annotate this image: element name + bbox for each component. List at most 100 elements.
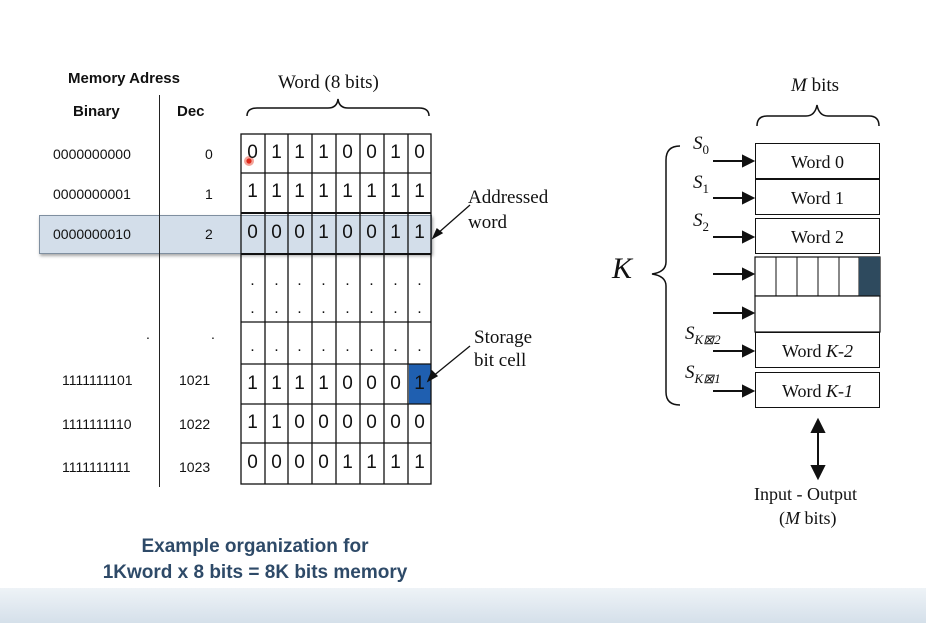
bit-cell: 0 <box>342 222 353 243</box>
bit-cell: 1 <box>390 142 401 163</box>
bit-cell: 0 <box>342 142 353 163</box>
io-bits-text: bits) <box>800 508 837 528</box>
grid-dot: . <box>393 300 398 317</box>
bit-cell: 1 <box>247 373 258 394</box>
word-k-1-prefix: Word <box>781 381 827 401</box>
row-2-dec: 2 <box>205 226 213 242</box>
word-k-1-box: Word K-1 <box>755 372 880 408</box>
selector-s2-sub: 2 <box>702 218 710 234</box>
word-k-2-box: Word K-2 <box>755 332 880 368</box>
bits-text: bits <box>806 75 840 96</box>
bit-cell: 1 <box>271 142 282 163</box>
addressed-word-label-line1: Addressed <box>468 187 549 208</box>
bottom-bar <box>0 588 926 623</box>
bit-cell: 1 <box>294 373 305 394</box>
ellipsis-dec: . <box>211 326 215 342</box>
selector-s1-base: S <box>693 172 703 193</box>
grid-dot: . <box>297 300 302 317</box>
bit-cell: 1 <box>342 181 353 202</box>
row-2-binary: 0000000010 <box>53 226 131 242</box>
column-divider <box>159 95 160 487</box>
bit-cell: 0 <box>414 142 425 163</box>
row-1-dec: 1 <box>205 186 213 202</box>
grid-dot: . <box>274 338 279 355</box>
grid-dot: . <box>297 338 302 355</box>
bit-cell: 1 <box>414 222 425 243</box>
bit-cell: 0 <box>366 222 377 243</box>
bit-cell: 0 <box>271 222 282 243</box>
grid-dot: . <box>369 272 374 289</box>
bit-cell: 1 <box>318 222 329 243</box>
selector-s2: S2 <box>693 210 709 235</box>
grid-dot: . <box>321 300 326 317</box>
io-open-paren: ( <box>779 508 785 528</box>
io-label-line2: (M bits) <box>779 508 837 529</box>
ellipsis-binary: . <box>146 326 150 342</box>
selector-s1: S1 <box>693 172 709 197</box>
selector-sk-2: SK⊠2 <box>685 323 721 348</box>
grid-dot: . <box>369 300 374 317</box>
selector-sk-1: SK⊠1 <box>685 362 721 387</box>
bit-cell: 0 <box>247 222 258 243</box>
grid-dot: . <box>250 338 255 355</box>
k-label: K <box>612 252 633 285</box>
bit-cell: 1 <box>294 142 305 163</box>
word-k-2-prefix: Word <box>781 341 827 361</box>
bit-cell: 1 <box>390 452 401 473</box>
bit-cell: 1 <box>390 181 401 202</box>
bit-cell: 0 <box>390 373 401 394</box>
io-label-line1: Input - Output <box>754 484 857 504</box>
selector-s0-sub: 0 <box>702 141 710 157</box>
binary-column-header: Binary <box>73 103 120 120</box>
bit-cell: 1 <box>414 373 425 394</box>
selector-sk-2-base: S <box>685 323 695 344</box>
bit-cell: 1 <box>342 452 353 473</box>
grid-dot: . <box>250 272 255 289</box>
bit-cell: 1 <box>271 412 282 433</box>
bit-cell: 1 <box>247 181 258 202</box>
bit-cell: 1 <box>366 181 377 202</box>
bit-cell: 0 <box>390 412 401 433</box>
addressed-row-highlight <box>39 215 432 254</box>
selector-sk-2-sub: K⊠2 <box>694 331 721 347</box>
word-2-box: Word 2 <box>755 218 880 254</box>
bit-cell: 0 <box>414 412 425 433</box>
grid-dot: . <box>345 272 350 289</box>
bit-cell: 0 <box>366 373 377 394</box>
bit-cell: 1 <box>318 373 329 394</box>
word-brace <box>246 98 430 117</box>
word-1-box: Word 1 <box>755 179 880 215</box>
row-1022-binary: 1111111110 <box>62 416 132 432</box>
bit-cell: 1 <box>271 181 282 202</box>
grid-dot: . <box>393 272 398 289</box>
selector-sk-1-sub: K⊠1 <box>694 370 721 386</box>
bit-cell: 0 <box>318 452 329 473</box>
grid-dot: . <box>250 300 255 317</box>
selector-s0: S0 <box>693 133 709 158</box>
row-1021-dec: 1021 <box>179 372 211 388</box>
bit-cell: 0 <box>342 412 353 433</box>
word-8-bits-label: Word (8 bits) <box>278 72 379 93</box>
bit-cell: 0 <box>318 412 329 433</box>
caption-line1: Example organization for <box>141 536 369 557</box>
bit-cell: 0 <box>342 373 353 394</box>
bit-cell: 1 <box>390 222 401 243</box>
bit-cell: 0 <box>247 142 258 163</box>
storage-bit-cell-label-line1: Storage <box>474 327 533 348</box>
storage-bit-cell-fill <box>409 364 431 404</box>
bit-cell: 1 <box>318 181 329 202</box>
bit-cell: 1 <box>294 181 305 202</box>
grid-dot: . <box>274 272 279 289</box>
selector-s0-base: S <box>693 133 703 154</box>
row-0-binary: 0000000000 <box>53 146 131 162</box>
word-0-box: Word 0 <box>755 143 880 179</box>
word-k-1-index: K-1 <box>826 381 854 401</box>
grid-dot: . <box>417 272 422 289</box>
bit-cell: 0 <box>366 142 377 163</box>
bit-cell: 0 <box>366 412 377 433</box>
grid-dot: . <box>417 300 422 317</box>
grid-dot: . <box>369 338 374 355</box>
row-0-dec: 0 <box>205 146 213 162</box>
